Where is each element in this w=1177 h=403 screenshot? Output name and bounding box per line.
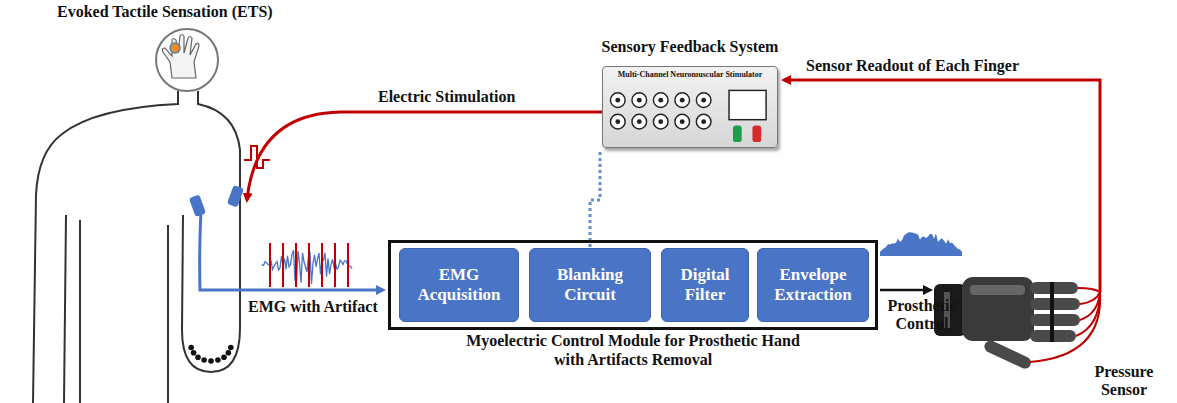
stimulation-arrow	[247, 112, 603, 200]
socket-pin	[701, 98, 706, 103]
electrode-dot	[191, 350, 197, 356]
socket	[610, 93, 625, 108]
signal-label: Electric Stimulation	[378, 88, 515, 106]
socket-pin	[637, 119, 642, 124]
artifact-spike	[269, 243, 271, 287]
artifact-spike	[282, 243, 284, 287]
socket	[632, 93, 647, 108]
figure-title: Evoked Tactile Sensation (ETS)	[57, 3, 273, 21]
electrode-dot	[221, 354, 227, 360]
signal-label: Prosthetic Control	[878, 297, 966, 334]
module-box: Myoelectric Control Module for Prostheti…	[388, 240, 878, 330]
electrode-dot	[208, 358, 214, 364]
device-node: Sensory Feedback SystemMulti-Channel Neu…	[580, 38, 800, 152]
socket	[653, 93, 668, 108]
socket-pin	[680, 98, 685, 103]
socket-pin	[637, 98, 642, 103]
stimulator-device: Multi-Channel Neuromuscular Stimulator	[602, 66, 778, 148]
process-box: Digital Filter	[661, 248, 749, 322]
electrode-dot	[215, 357, 221, 363]
module-caption: Myoelectric Control Module for Prostheti…	[453, 332, 813, 370]
green-button	[733, 126, 742, 143]
socket	[696, 114, 711, 129]
socket	[675, 114, 690, 129]
process-label: Blanking Circuit	[535, 265, 645, 304]
process-box: Blanking Circuit	[529, 248, 651, 322]
electrode-dot	[195, 354, 201, 360]
process-label: Digital Filter	[667, 265, 743, 304]
display	[729, 90, 766, 119]
process-label: EMG Acquisition	[405, 265, 513, 304]
socket-pin	[615, 98, 620, 103]
socket-pin	[680, 119, 685, 124]
process-label: Envelope Extraction	[763, 265, 863, 304]
artifact-spike	[347, 243, 349, 287]
socket-pin	[615, 119, 620, 124]
signal-label: EMG with Artifact	[248, 298, 378, 316]
device-heading: Sensory Feedback System	[580, 38, 800, 56]
socket-pin	[701, 119, 706, 124]
electrode-dot	[226, 350, 232, 356]
envelope-waveform	[880, 232, 962, 256]
head	[156, 29, 218, 91]
emg-waveform	[262, 243, 352, 287]
socket-pin	[658, 119, 663, 124]
socket-pin	[658, 98, 663, 103]
artifact-spike	[321, 243, 323, 287]
dotted-connector	[590, 152, 600, 248]
process-box: EMG Acquisition	[399, 248, 519, 322]
red-button	[752, 126, 761, 143]
electrode-dot	[228, 345, 234, 351]
device-label: Multi-Channel Neuromuscular Stimulator	[603, 67, 777, 80]
socket	[675, 93, 690, 108]
electrodes	[188, 185, 383, 364]
part-label: Pressure Sensor	[1083, 363, 1165, 400]
artifact-spike	[334, 243, 336, 287]
emg-signal	[262, 250, 352, 284]
socket	[632, 114, 647, 129]
person-body	[33, 91, 240, 403]
socket	[696, 93, 711, 108]
electrode-dot	[188, 345, 194, 351]
signal-label: Sensor Readout of Each Finger	[806, 57, 1019, 75]
socket	[610, 114, 625, 129]
artifact-spike	[308, 243, 310, 287]
electrode-dot	[201, 357, 207, 363]
process-box: Envelope Extraction	[757, 248, 869, 322]
artifact-spike	[295, 243, 297, 287]
socket	[653, 114, 668, 129]
control-arrow	[880, 289, 930, 292]
